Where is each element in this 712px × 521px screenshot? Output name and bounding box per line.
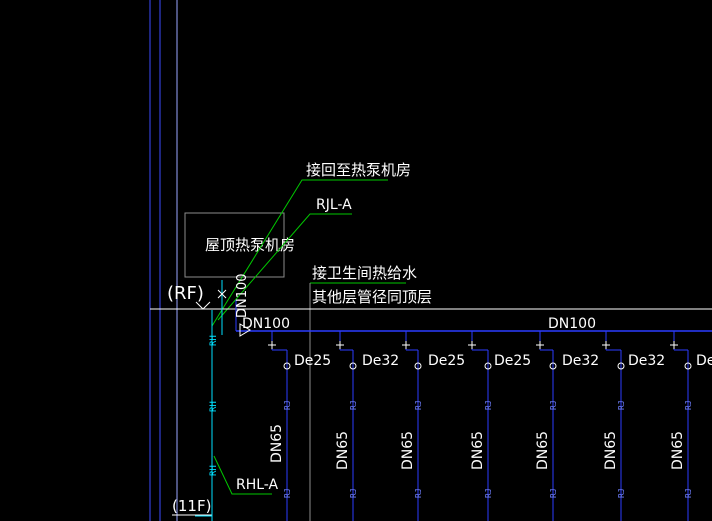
leader-rjl <box>217 213 352 321</box>
riser-tag: RJ <box>484 400 493 410</box>
level-11f: (11F) <box>172 497 211 515</box>
label-dn100-vertical: DN100 <box>235 273 250 318</box>
branch-size-label: De32 <box>628 353 665 369</box>
branch-size-label: De25 <box>294 353 331 369</box>
leader-rhl <box>213 455 272 495</box>
riser-size-label: DN65 <box>269 424 285 463</box>
riser-node <box>349 362 357 370</box>
riser-node <box>484 362 492 370</box>
riser-size-label: DN65 <box>670 431 686 470</box>
riser-size-label: DN65 <box>603 431 619 470</box>
level-rf: (RF) <box>167 283 204 304</box>
riser-tag: RJ <box>283 400 292 410</box>
riser-tag: RJ <box>549 400 558 410</box>
riser-node <box>549 362 557 370</box>
valve-icon <box>217 289 227 299</box>
riser-tag: RJ <box>617 488 626 498</box>
riser-node <box>684 362 692 370</box>
branch-size-label: De25 <box>494 353 531 369</box>
rh-tag-2: RH <box>209 401 219 412</box>
riser-node <box>283 362 291 370</box>
level-rf-arrow <box>195 301 211 310</box>
branch-size-label: De32 <box>562 353 599 369</box>
leader-return <box>211 179 388 327</box>
riser-size-label: DN65 <box>400 431 416 470</box>
riser-tag: RJ <box>349 400 358 410</box>
rh-tag-3: RH <box>209 465 219 476</box>
label-other-floors: 其他层管径同顶层 <box>312 288 432 306</box>
label-rjl-a: RJL-A <box>316 197 352 213</box>
riser-tag: RJ <box>684 400 693 410</box>
riser-tag: RJ <box>414 488 423 498</box>
branch-size-label: De25 <box>428 353 465 369</box>
label-return-to-room: 接回至热泵机房 <box>306 161 411 179</box>
riser-node <box>414 362 422 370</box>
label-rhl-a: RHL-A <box>236 477 279 493</box>
riser-tag: RJ <box>617 400 626 410</box>
riser-tag: RJ <box>484 488 493 498</box>
riser-size-label: DN65 <box>470 431 486 470</box>
branch-size-label: De32 <box>362 353 399 369</box>
riser-size-label: DN65 <box>335 431 351 470</box>
check-valve-icon <box>239 323 251 337</box>
riser-tag: RJ <box>684 488 693 498</box>
riser-node <box>617 362 625 370</box>
label-dn100-left: DN100 <box>242 316 290 332</box>
roof-room-label: 屋顶热泵机房 <box>205 236 295 254</box>
branch-size-label: De32 <box>696 353 712 369</box>
riser-tag: RJ <box>414 400 423 410</box>
riser-tag: RJ <box>549 488 558 498</box>
riser-tag: RJ <box>283 488 292 498</box>
label-dn100-right: DN100 <box>548 316 596 332</box>
riser-tag: RJ <box>349 488 358 498</box>
roof-room-box <box>184 212 285 278</box>
riser-size-label: DN65 <box>535 431 551 470</box>
rh-tag-1: RH <box>209 335 219 346</box>
label-from-bathroom: 接卫生间热给水 <box>312 264 417 282</box>
